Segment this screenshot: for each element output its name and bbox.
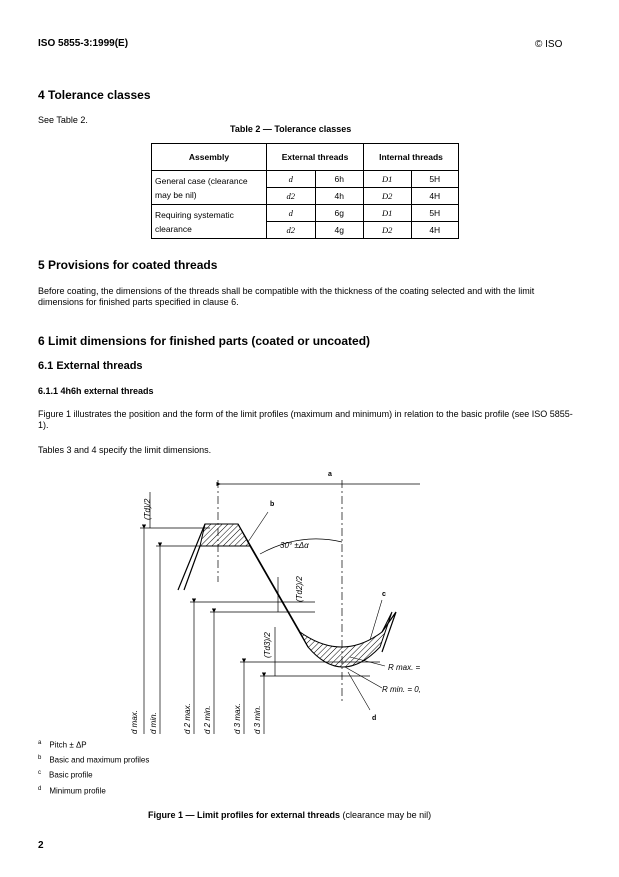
label-d3-max: d 3 max.	[233, 703, 242, 734]
assembly-cell: General case (clearance may be nil)	[151, 170, 267, 205]
limit-profiles-figure: a b c d 30° ±Δα R max. = 0,180 42P R min…	[130, 471, 420, 734]
label-d-min: d min.	[149, 712, 158, 734]
tolerance-cell: 4H	[410, 221, 459, 239]
label-d-max: d max.	[130, 710, 139, 734]
tolerance-cell: 6g	[314, 204, 364, 222]
symbol-cell: D1	[363, 170, 412, 188]
table-row: d2 4g D2 4H	[152, 221, 459, 239]
section-5-title: 5 Provisions for coated threads	[38, 258, 218, 272]
table-row: General case (clearance may be nil) d 6h…	[151, 170, 459, 205]
tolerance-cell: 6h	[314, 170, 364, 188]
section-6-title: 6 Limit dimensions for finished parts (c…	[38, 334, 371, 348]
symbol-cell: d	[266, 170, 316, 188]
label-td3: (Td3)/2	[263, 632, 272, 658]
table-row: Requiring systematic clearance d 6g D1 5…	[151, 204, 459, 239]
symbol-cell: D2	[363, 221, 412, 239]
standard-number: ISO 5855-3:1999(E)	[38, 38, 129, 49]
table-header-row: Assembly External threads Internal threa…	[151, 143, 459, 171]
assembly-cell: Requiring systematic clearance	[151, 204, 267, 239]
table-row: d2 4h D2 4H	[152, 187, 459, 205]
label-b: b	[270, 501, 274, 508]
leader-rmax	[349, 656, 386, 667]
label-d: d	[372, 715, 376, 722]
section-4-intro: See Table 2.	[38, 115, 88, 125]
copyright-notice: © ISO	[535, 39, 563, 50]
tolerance-cell: 4g	[314, 221, 364, 239]
label-rmax: R max. = 0,180 42P	[388, 663, 420, 672]
label-d2-min: d 2 min.	[203, 706, 212, 734]
left-flank	[177, 523, 206, 591]
label-c: c	[382, 591, 386, 598]
label-d2-max: d 2 max.	[183, 703, 192, 734]
leader-b	[247, 511, 269, 543]
leader-rmin	[344, 666, 383, 689]
tolerance-cell: 4H	[410, 187, 459, 205]
header-internal-threads: Internal threads	[363, 143, 459, 171]
figure-caption: Figure 1 — Limit profiles for external t…	[148, 810, 432, 820]
label-angle: 30° ±Δα	[280, 541, 309, 550]
section-6-1-1-title: 6.1.1 4h6h external threads	[38, 386, 154, 396]
section-5-body: Before coating, the dimensions of the th…	[38, 286, 535, 307]
symbol-cell: d	[266, 204, 316, 222]
table-2-title: Table 2 — Tolerance classes	[230, 124, 352, 134]
symbol-cell: d2	[266, 221, 316, 239]
tolerance-classes-table: Assembly External threads Internal threa…	[151, 143, 459, 239]
leader-d	[347, 671, 371, 711]
root-tolerance-zone	[299, 611, 393, 668]
flank-tolerance-zone	[238, 524, 308, 647]
right-rising-flank	[381, 611, 397, 653]
page-number: 2	[38, 840, 44, 851]
angle-arc	[259, 538, 343, 555]
section-4-title: 4 Tolerance classes	[38, 88, 151, 102]
section-6-para-2: Tables 3 and 4 specify the limit dimensi…	[38, 445, 212, 455]
section-6-para-1: Figure 1 illustrates the position and th…	[38, 409, 573, 430]
tolerance-cell: 5H	[410, 204, 459, 222]
tolerance-cell: 4h	[314, 187, 364, 205]
label-rmin: R min. = 0,150 11P	[382, 685, 420, 694]
label-td: (Td)/2	[143, 498, 152, 520]
label-a: a	[328, 471, 332, 478]
symbol-cell: D2	[363, 187, 412, 205]
section-6-1-title: 6.1 External threads	[38, 360, 143, 372]
label-d3-min: d 3 min.	[253, 706, 262, 734]
crest-tolerance-zone	[199, 523, 251, 547]
leader-c	[369, 599, 383, 641]
tolerance-cell: 5H	[410, 170, 459, 188]
symbol-cell: d2	[266, 187, 316, 205]
label-td2: (Td2)/2	[295, 576, 304, 602]
header-assembly: Assembly	[151, 143, 267, 171]
header-external-threads: External threads	[266, 143, 364, 171]
symbol-cell: D1	[363, 204, 412, 222]
